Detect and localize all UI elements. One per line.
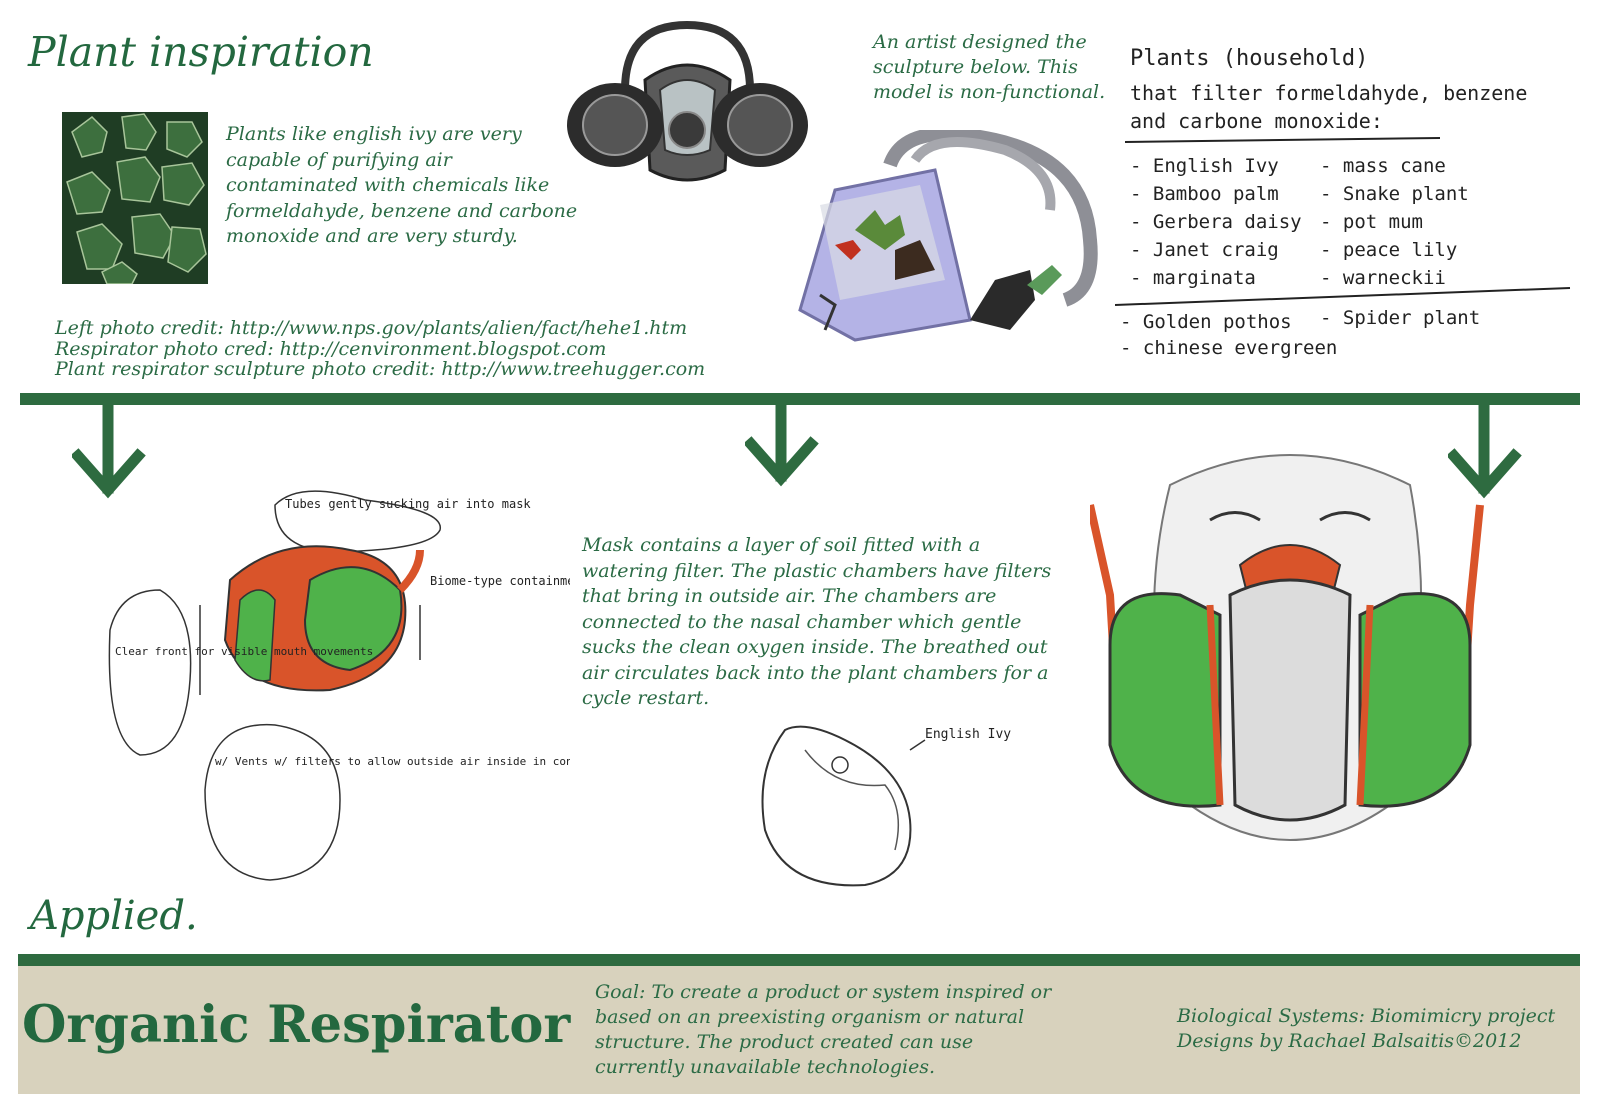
down-arrow-icon [1448,398,1522,499]
credit-line: Respirator photo cred: http://cenvironme… [55,337,607,360]
mask-on-face-sketch [1090,454,1484,841]
plant-list-sketch: Plants (household) that filter formeldah… [1115,46,1571,359]
photo-credits: Left photo credit: http://www.nps.gov/pl… [55,318,705,380]
note-clear-front: Clear front for visible mouth movements [115,645,373,658]
plant-list-heading: Plants (household) [1130,46,1368,71]
plant-list-item: - marginata [1130,267,1256,289]
credit-line: Left photo credit: http://www.nps.gov/pl… [55,317,688,339]
down-arrow-icon [745,396,819,487]
plant-list-item: - Bamboo palm [1130,183,1279,205]
plant-list-item: - Gerbera daisy [1130,211,1302,233]
author-label: Designs by Rachael Balsaitis©2012 [1177,1030,1522,1052]
page-title: Organic Respirator [22,995,571,1055]
divider-bar-top [20,393,1580,405]
note-english-ivy: English Ivy [925,727,1011,742]
credit-line: Plant respirator sculpture photo credit:… [55,358,706,380]
ivy-description: Plants like english ivy are very capable… [226,123,578,247]
plant-list-item: - Golden pothos [1120,311,1292,333]
down-arrow-icon [72,398,146,499]
plant-list-subheading-2: and carbone monoxide: [1130,109,1383,133]
plant-list-item: - English Ivy [1130,155,1279,177]
artist-note: An artist designed the sculpture below. … [873,31,1106,103]
note-vents: w/ Vents w/ filters to allow outside air… [215,755,570,768]
section-title-applied: Applied. [30,893,198,939]
mask-description: Mask contains a layer of soil fitted wit… [582,534,1052,709]
note-tubes: Tubes gently sucking air into mask [285,497,531,511]
respirator-photo [567,20,808,182]
note-biome: Biome-type containment chamber. [430,574,570,588]
course-label: Biological Systems: Biomimicry project [1177,1005,1556,1027]
plant-list-subheading-1: that filter formeldahyde, benzene [1130,81,1527,105]
ivy-photo [62,112,208,284]
plant-list-item: - Snake plant [1320,183,1469,205]
plant-respirator-sculpture-photo [798,130,1098,342]
divider-bar-bottom [18,954,1580,966]
goal-statement: Goal: To create a product or system insp… [595,981,1052,1078]
plant-list-item: - mass cane [1320,155,1446,177]
mask-sketch-side-view: Tubes gently sucking air into mask Biome… [108,490,570,881]
plant-list-item: - pot mum [1320,211,1423,233]
plant-list-item: - Janet craig [1130,239,1279,261]
footer-panel [18,966,1580,1094]
plant-list-item: - warneckii [1320,267,1446,289]
plant-list-item: - Spider plant [1320,307,1480,329]
plant-list-item: - chinese evergreen [1120,337,1337,359]
byline: Biological Systems: Biomimicry project D… [1177,1004,1587,1054]
section-title-plant-inspiration: Plant inspiration [28,28,374,76]
plant-list-item: - peace lily [1320,239,1457,261]
mask-sketch-pencil: English Ivy [761,725,1011,887]
